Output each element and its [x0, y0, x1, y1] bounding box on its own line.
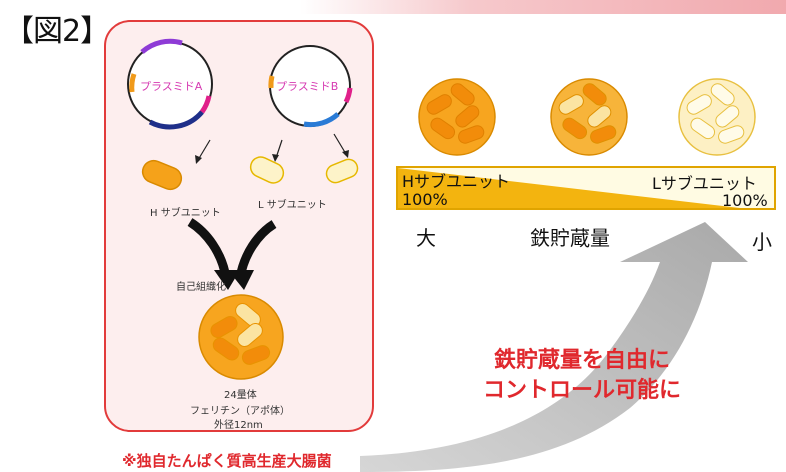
ferritin-label: フェリチン（アポ体）: [190, 406, 290, 417]
arrow-to-h: [197, 139, 211, 161]
figure-label: 【図2】: [4, 14, 110, 49]
h-percent-label: 100%: [402, 190, 448, 209]
iron-storage-title: 鉄貯蔵量: [530, 226, 610, 250]
ferritin-h-rich-icon: [418, 78, 496, 156]
l-subunit-icon: [325, 158, 359, 184]
arrow-to-l-2: [333, 133, 347, 155]
l-subunit-icon: [249, 156, 285, 184]
ferritin-mixed-icon: [550, 78, 628, 156]
plasmid-a-label: プラスミドA: [140, 80, 203, 93]
control-callout: 鉄貯蔵量を自由に コントロール可能に: [462, 346, 702, 406]
ferritin-24mer-icon: [198, 294, 284, 380]
ferritin-l-rich-icon: [678, 78, 756, 156]
callout-line-1: 鉄貯蔵量を自由に: [493, 348, 670, 373]
small-label: 小: [752, 230, 772, 254]
h-subunit-label: H サブユニット: [150, 208, 221, 219]
l-percent-label: 100%: [722, 191, 768, 210]
l-subunit-label: L サブユニット: [258, 200, 327, 211]
h-subunit-icon: [141, 159, 183, 191]
callout-line-2: コントロール可能に: [482, 378, 681, 403]
large-label: 大: [416, 226, 436, 250]
plasmid-b-icon: [268, 45, 353, 128]
l-subunit-bar-label: Lサブユニット: [652, 174, 757, 193]
self-assembly-label: 自己組織化: [176, 282, 226, 293]
oligomer-label: 24量体: [224, 390, 257, 401]
header-band: [300, 0, 786, 14]
h-subunit-bar-label: Hサブユニット: [402, 172, 511, 191]
plasmid-b-label: プラスミドB: [276, 80, 339, 93]
footnote: ※独自たんぱく質高生産大腸菌: [122, 452, 332, 470]
diameter-label: 外径12nm: [214, 420, 263, 431]
plasmid-a-icon: [127, 38, 213, 130]
subunit-ratio-bar: [396, 166, 776, 210]
